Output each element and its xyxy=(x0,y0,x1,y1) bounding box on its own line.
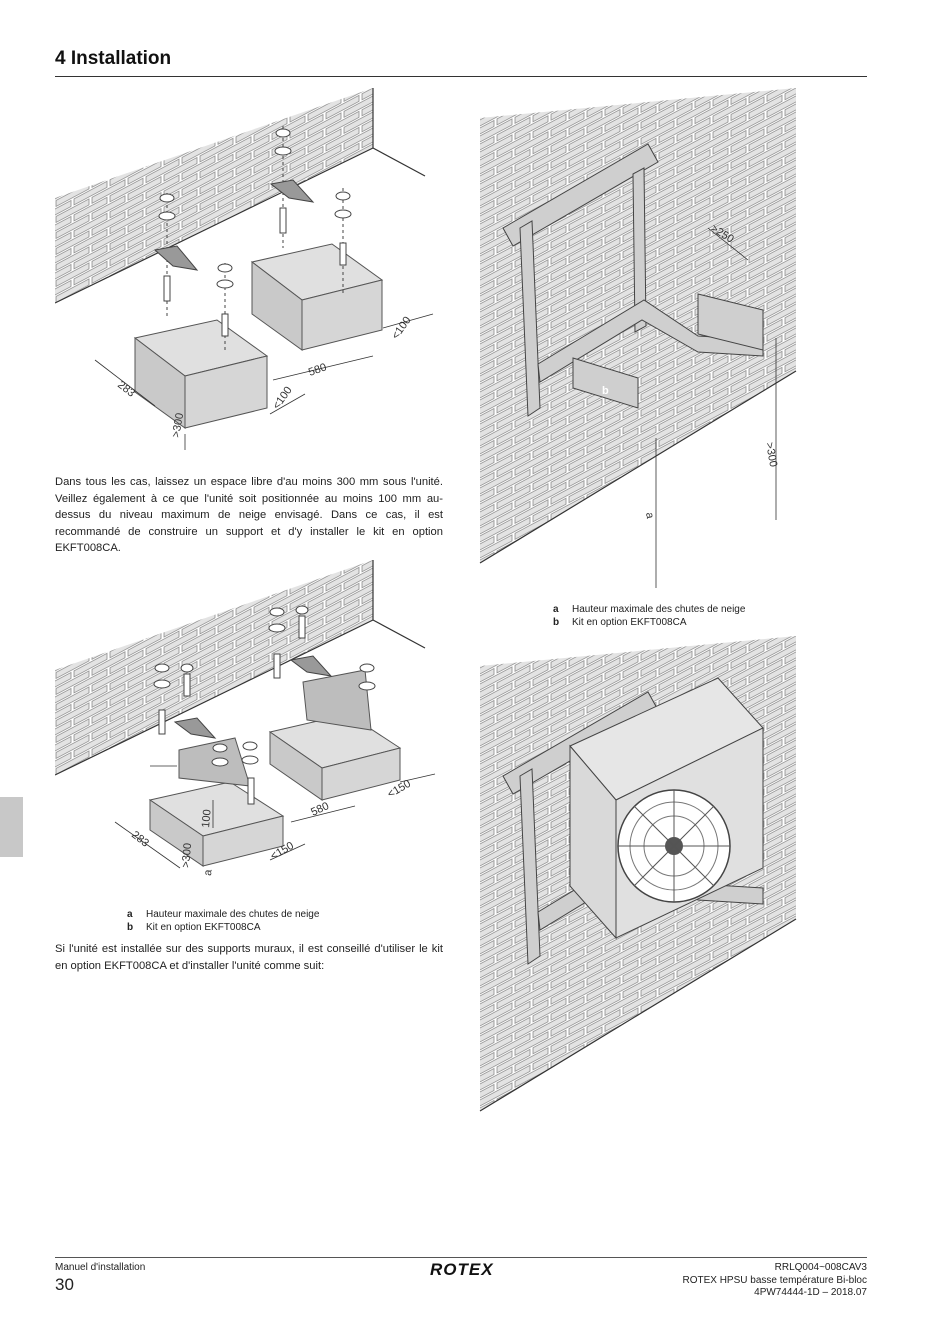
dim-100: 100 xyxy=(200,809,214,828)
section-title: 4 Installation xyxy=(55,48,172,69)
wall-bracket xyxy=(502,143,764,417)
dim-100-bottom: <100 xyxy=(271,385,295,412)
outdoor-unit xyxy=(569,677,764,940)
dim-a: a xyxy=(643,511,656,520)
product-name: ROTEX HPSU basse température Bi-bloc xyxy=(682,1274,867,1286)
paragraph-clearance: Dans tous les cas, laissez un espace lib… xyxy=(55,476,443,554)
outdoor-unit-left xyxy=(133,319,269,429)
outdoor-unit-left xyxy=(148,737,285,867)
dim-100-right: <100 xyxy=(390,315,414,342)
label-b: b xyxy=(602,385,609,397)
page-number: 30 xyxy=(55,1275,74,1294)
dim-300: >300 xyxy=(180,843,194,869)
outdoor-unit-right xyxy=(250,243,384,351)
rotex-logo: ROTEX xyxy=(430,1260,494,1279)
dim-300: >300 xyxy=(170,412,186,438)
figure-ground-clearance: 283 580 <100 <100 >300 xyxy=(55,88,443,450)
bolt-set-icon xyxy=(153,126,352,353)
dim-300: >300 xyxy=(763,441,779,467)
chapter-tab xyxy=(0,797,23,857)
dim-283: 283 xyxy=(115,379,137,400)
footer-document-info: RRLQ004~008CAV3 ROTEX HPSU basse tempéra… xyxy=(682,1262,867,1300)
footer-rule xyxy=(55,1257,867,1258)
dim-580: 580 xyxy=(307,361,328,379)
model-range: RRLQ004~008CAV3 xyxy=(774,1262,867,1273)
dim-580: 580 xyxy=(309,800,331,819)
document-code: 4PW74444-1D – 2018.07 xyxy=(754,1287,867,1298)
dim-283: 283 xyxy=(129,829,151,850)
bolt-set-icon xyxy=(153,605,376,805)
footer-manual-label: Manuel d'installation xyxy=(55,1262,146,1273)
paragraph-wall-bracket: Si l'unité est installée sur des support… xyxy=(55,943,443,972)
figure-stand-kit: 283 580 <150 <150 >300 100 a xyxy=(55,560,443,900)
outdoor-unit-right xyxy=(268,669,402,801)
header-rule xyxy=(55,76,867,77)
dim-a: a xyxy=(202,868,215,876)
figure-unit-on-bracket xyxy=(478,636,808,1114)
figure-wall-bracket: >250 >300 a b xyxy=(478,88,808,598)
